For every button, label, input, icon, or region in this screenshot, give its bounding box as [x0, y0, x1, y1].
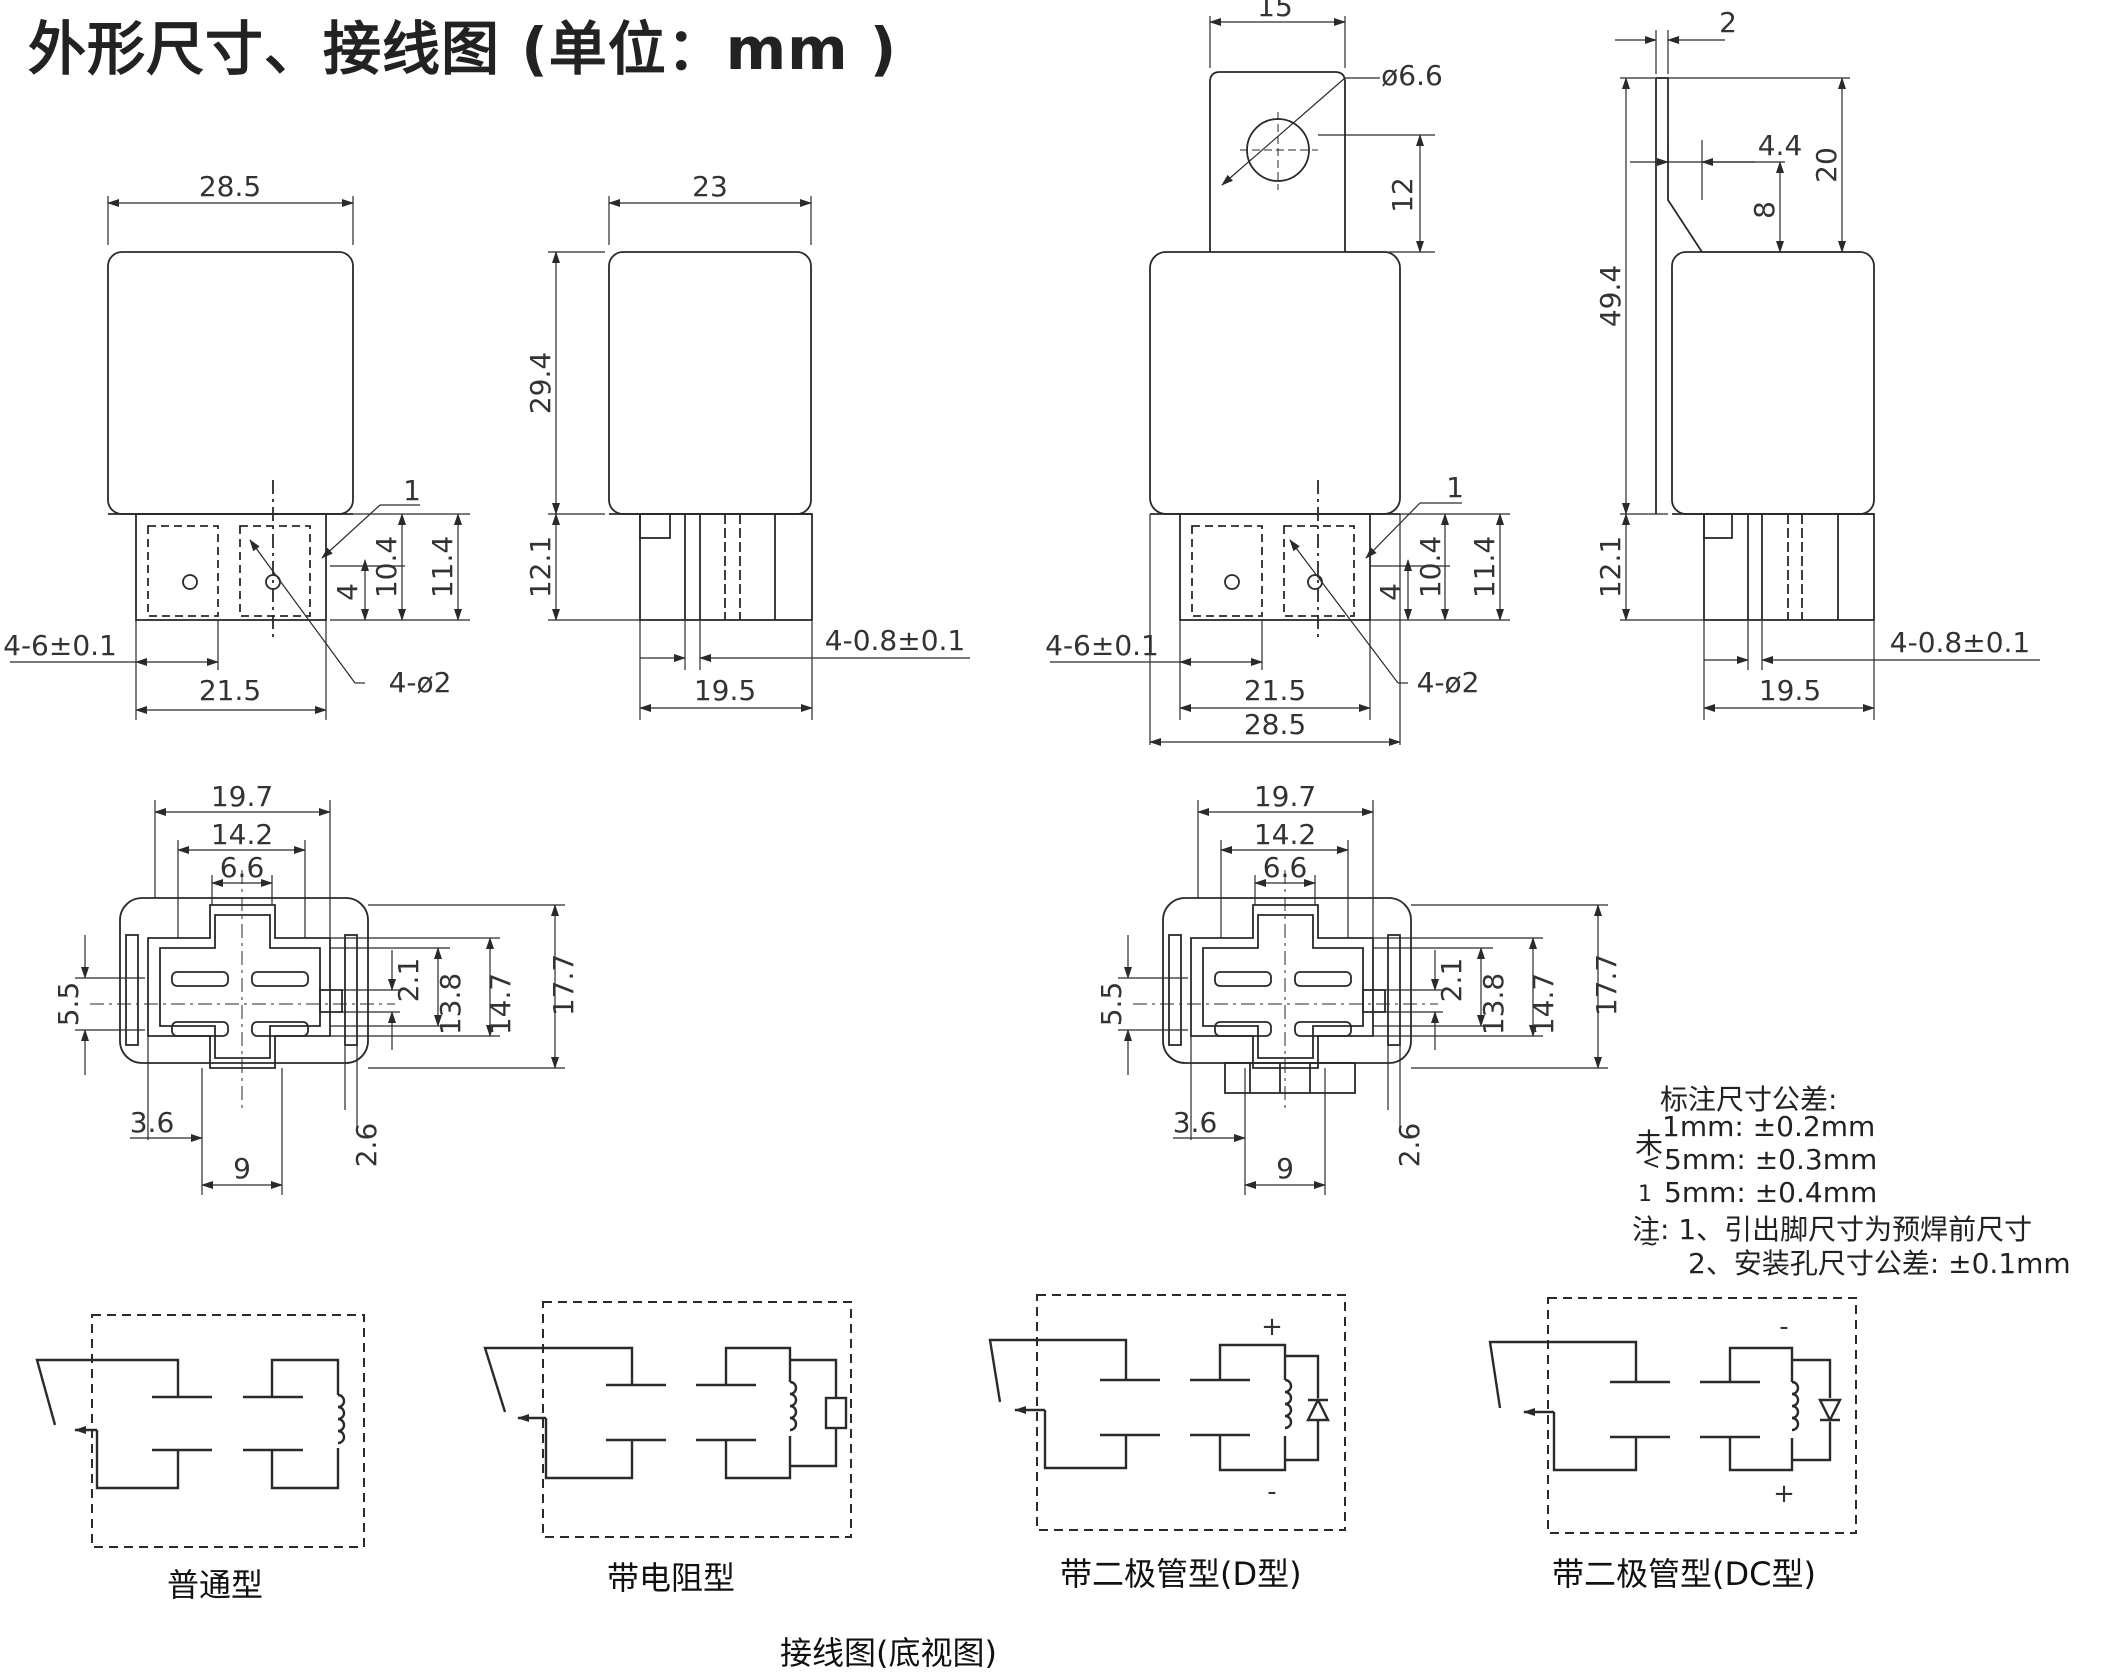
- dim-bracket-offset: 4.4: [1758, 129, 1803, 162]
- dim-11-4: 11.4: [426, 536, 459, 598]
- dim-pin-width-b: 4-6±0.1: [1045, 629, 1159, 662]
- dim-total-height: 49.4: [1594, 265, 1627, 327]
- tolerance-line-3: 5mm: ±0.4mm: [1664, 1176, 1878, 1209]
- tolerance-mark-3: 1: [1638, 1182, 1652, 1207]
- dim-side-pin-spacing: 19.5: [694, 674, 756, 707]
- bottom-view-right: [1118, 800, 1608, 1195]
- d-plus-mark: +: [1261, 1312, 1283, 1342]
- dc-minus-mark: -: [1779, 1312, 1788, 1342]
- dim-10-4-b: 10.4: [1414, 536, 1447, 598]
- dim-bottom-6-6: 6.6: [220, 851, 265, 884]
- dim-10-4: 10.4: [370, 536, 403, 598]
- dim-bottom-3-6-b: 3.6: [1173, 1106, 1218, 1139]
- dim-bottom-2-1: 2.1: [392, 958, 425, 1003]
- dim-4: 4: [331, 583, 364, 601]
- tolerance-mark-1: 未: [1635, 1127, 1664, 1160]
- page-title: 外形尺寸、接线图 (单位：mm ): [28, 15, 898, 83]
- dim-front-width: 28.5: [199, 170, 261, 203]
- front-bracket-view: [1050, 16, 1510, 746]
- dim-side-pin-spacing-b: 19.5: [1759, 674, 1821, 707]
- wiring-caption: 接线图(底视图): [780, 1634, 997, 1672]
- side-bracket-view: [1615, 30, 2040, 720]
- dim-bottom-13-8-b: 13.8: [1477, 973, 1510, 1035]
- tolerance-title: 标注尺寸公差:: [1660, 1083, 1838, 1116]
- side-view: [548, 196, 970, 720]
- tolerance-note-1: 注: 1、引出脚尺寸为预焊前尺寸: [1632, 1213, 2033, 1246]
- dim-bracket-thickness: 2: [1719, 6, 1737, 39]
- dim-pin-height: 12.1: [524, 536, 557, 598]
- tolerance-line-1: 1mm: ±0.2mm: [1662, 1110, 1876, 1143]
- dim-bracket-hole: ø6.6: [1381, 59, 1443, 92]
- dim-4-b: 4: [1374, 583, 1407, 601]
- wiring-normal: [35, 1314, 365, 1548]
- dim-11-4-b: 11.4: [1468, 536, 1501, 598]
- tolerance-line-2: 5mm: ±0.3mm: [1664, 1143, 1878, 1176]
- dim-bracket-bend: 8: [1748, 201, 1781, 219]
- dc-plus-mark: +: [1773, 1479, 1795, 1509]
- dim-pin-thickness: 4-0.8±0.1: [825, 624, 965, 657]
- dim-body-height: 29.4: [524, 352, 557, 414]
- wiring-diode-d: [988, 1294, 1346, 1531]
- tolerance-note-2: 2、安装孔尺寸公差: ±0.1mm: [1688, 1247, 2071, 1280]
- tolerance-mark-4: ~: [1640, 1232, 1659, 1257]
- bottom-view-left: [75, 800, 565, 1195]
- tolerance-mark-2: <: [1642, 1150, 1661, 1175]
- dim-bottom-17-7: 17.7: [547, 954, 580, 1016]
- caption-diode-dc: 带二极管型(DC型): [1552, 1555, 1816, 1593]
- dim-side-width: 23: [692, 170, 728, 203]
- dim-bottom-9: 9: [233, 1152, 251, 1185]
- dim-bracket-height: 20: [1810, 147, 1843, 183]
- caption-resistor: 带电阻型: [607, 1559, 736, 1597]
- dim-bracket-width: 15: [1257, 0, 1293, 23]
- caption-normal: 普通型: [167, 1566, 264, 1604]
- label-pin-1-b: 1: [1446, 471, 1464, 504]
- wiring-resistor: [483, 1301, 852, 1538]
- wiring-diode-dc: [1488, 1297, 1857, 1534]
- dim-pin-spacing: 21.5: [199, 674, 261, 707]
- front-view: [10, 196, 470, 720]
- dim-bottom-3-6: 3.6: [130, 1106, 175, 1139]
- dim-bottom-13-8: 13.8: [434, 973, 467, 1035]
- d-minus-mark: -: [1267, 1477, 1276, 1507]
- dim-bottom-2-6-b: 2.6: [1393, 1123, 1426, 1168]
- dim-bottom-2-6: 2.6: [350, 1123, 383, 1168]
- dim-bottom-19-7: 19.7: [211, 780, 273, 813]
- dim-bottom-14-7: 14.7: [484, 973, 517, 1035]
- dim-pin-thickness-b: 4-0.8±0.1: [1890, 626, 2030, 659]
- dim-pin-width: 4-6±0.1: [3, 629, 117, 662]
- dim-bottom-14-7-b: 14.7: [1527, 973, 1560, 1035]
- dim-pin-spacing-b: 21.5: [1244, 674, 1306, 707]
- dim-bottom-5-5-b: 5.5: [1095, 982, 1128, 1027]
- dim-pin-height-b: 12.1: [1594, 536, 1627, 598]
- dim-bottom-5-5: 5.5: [52, 982, 85, 1027]
- dim-pin-hole-b: 4-ø2: [1417, 666, 1480, 699]
- caption-diode-d: 带二极管型(D型): [1060, 1555, 1302, 1593]
- dim-bottom-2-1-b: 2.1: [1435, 958, 1468, 1003]
- dim-bottom-9-b: 9: [1276, 1152, 1294, 1185]
- dim-bottom-6-6-b: 6.6: [1263, 851, 1308, 884]
- dim-bottom-14-2-b: 14.2: [1254, 818, 1316, 851]
- dim-front-width-b: 28.5: [1244, 708, 1306, 741]
- dim-bottom-14-2: 14.2: [211, 818, 273, 851]
- dim-bottom-17-7-b: 17.7: [1590, 954, 1623, 1016]
- label-pin-1: 1: [403, 474, 421, 507]
- dim-bottom-19-7-b: 19.7: [1254, 780, 1316, 813]
- dim-pin-hole: 4-ø2: [389, 666, 452, 699]
- dim-bracket-hole-height: 12: [1386, 177, 1419, 213]
